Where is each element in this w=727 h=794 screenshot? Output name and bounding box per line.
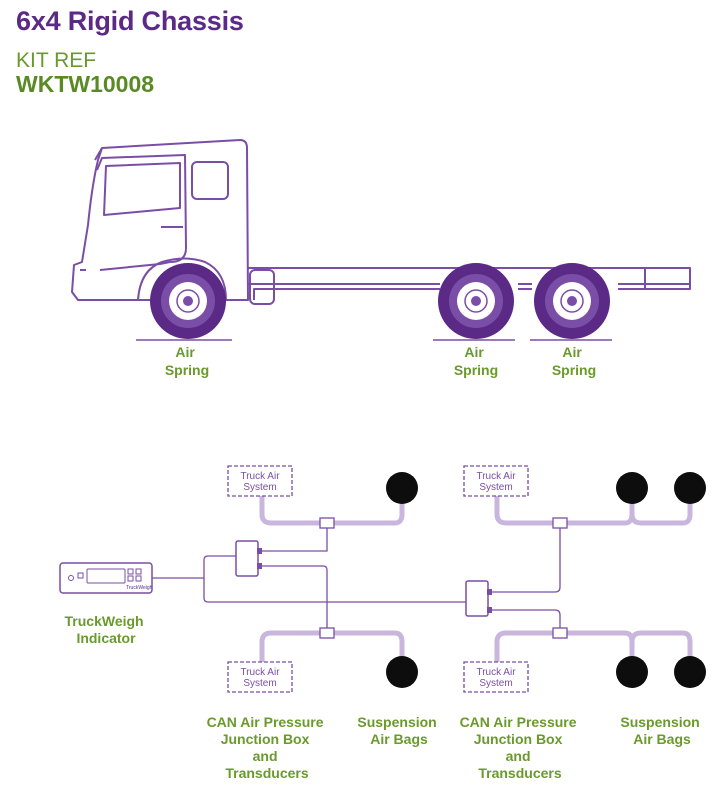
cab-rear-window (191, 161, 229, 200)
cab-door (96, 154, 187, 271)
junction-box-label-1: CAN Air Pressure Junction Box and Transd… (207, 714, 328, 781)
wheel-label-front: Air Spring (165, 344, 209, 378)
page-title: 6x4 Rigid Chassis (16, 6, 244, 36)
junction-box-label-2: CAN Air Pressure Junction Box and Transd… (460, 714, 581, 781)
suspension-air-bags (386, 472, 706, 688)
truck-illustration (71, 139, 691, 341)
junction-box-1 (235, 540, 262, 577)
air-bags-label-1: Suspension Air Bags (357, 714, 440, 747)
truck-wheel (534, 263, 610, 339)
indicator-label: TruckWeigh Indicator (65, 613, 148, 646)
fuel-tank (249, 269, 275, 305)
kit-ref-label: KIT REF (16, 49, 97, 72)
cab-window (103, 162, 181, 216)
truck-wheel (150, 263, 226, 339)
kit-ref-code: WKTW10008 (16, 71, 155, 97)
air-bags-label-2: Suspension Air Bags (620, 714, 703, 747)
wheel-label-rear-1: Air Spring (454, 344, 498, 378)
truck-wheel (438, 263, 514, 339)
truckweigh-indicator-device: TruckWeigh (59, 562, 153, 594)
wheel-label-rear-2: Air Spring (552, 344, 596, 378)
truck-cab (71, 139, 249, 301)
tee-fittings (319, 517, 568, 639)
signal-lines (152, 523, 561, 633)
junction-box-2 (465, 580, 492, 617)
indicator-brand: TruckWeigh (126, 585, 153, 591)
